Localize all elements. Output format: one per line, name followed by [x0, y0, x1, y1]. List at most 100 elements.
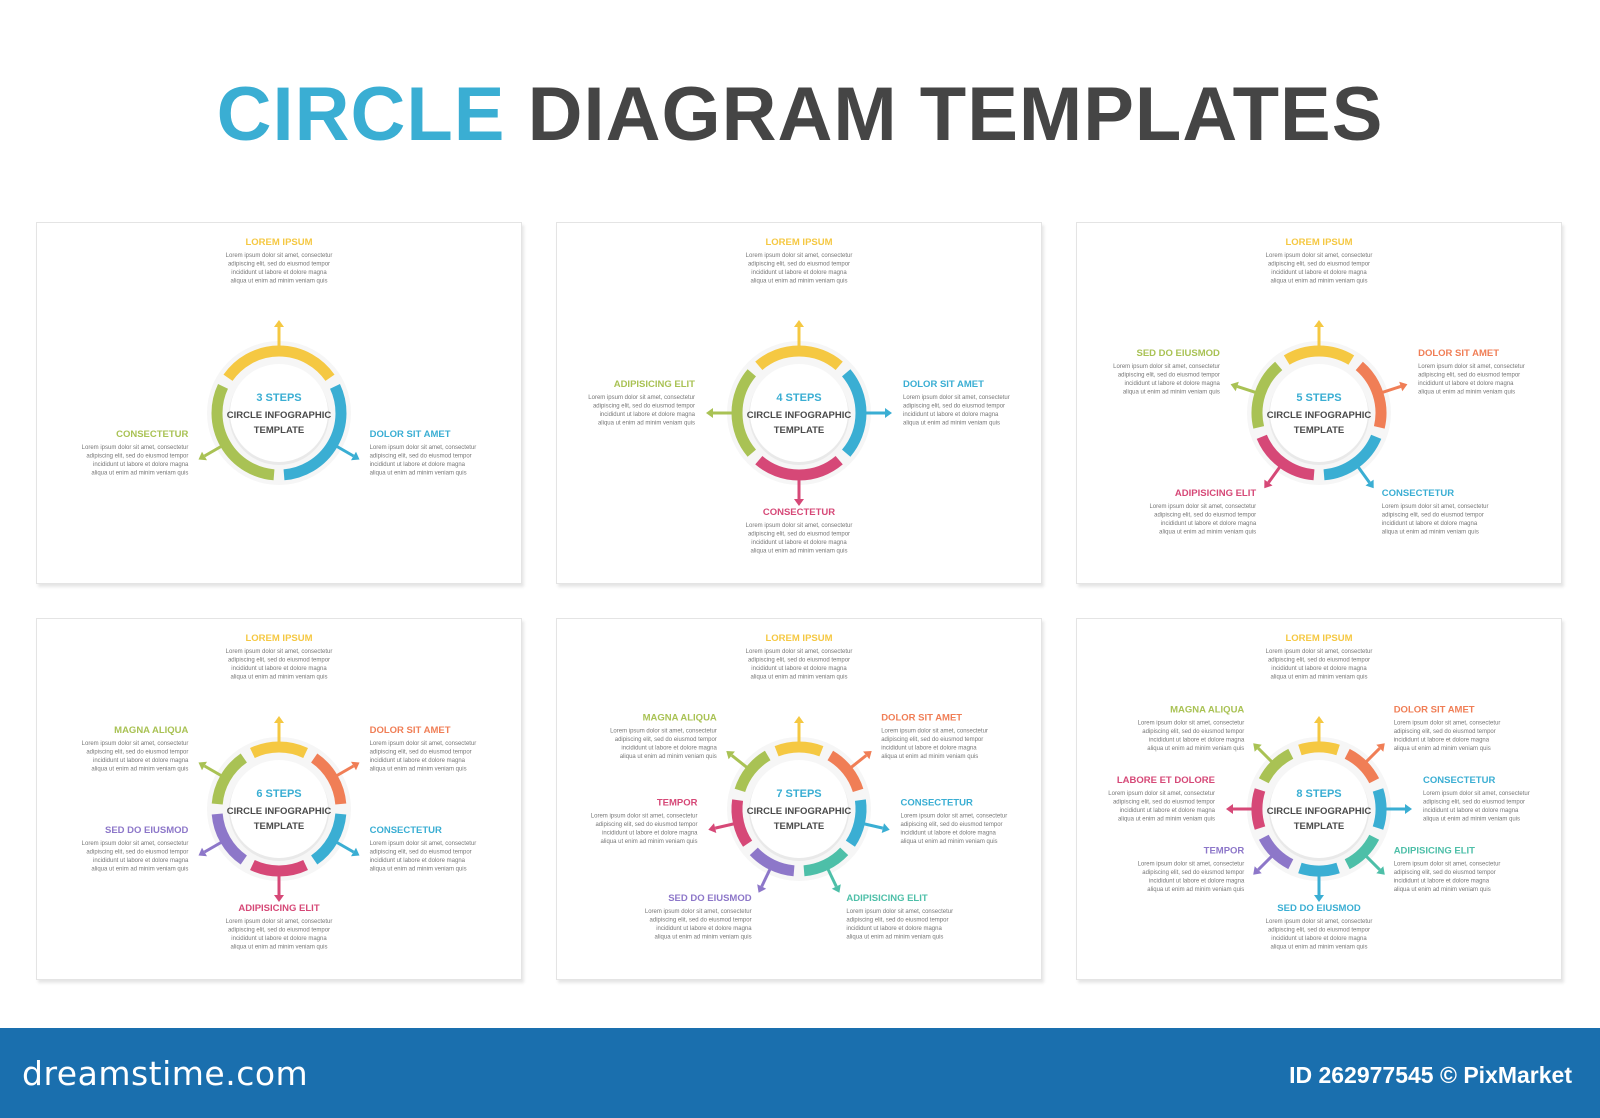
center-steps-label: 3 STEPS [256, 392, 301, 404]
step-description-line: incididunt ut labore et dolore magna [600, 412, 696, 418]
segment-arrow-line [1257, 855, 1273, 871]
segment-arc [1258, 834, 1294, 870]
center-title-line1: CIRCLE INFOGRAPHIC [227, 410, 332, 421]
segment-arrow-line [336, 841, 355, 854]
step-description-line: adipiscing elit, sed do eiusmod tempor [86, 750, 188, 756]
step-label: CONSECTETUR [116, 429, 188, 440]
step-description-line: incididunt ut labore et dolore magna [1423, 808, 1519, 814]
step-description-line: incididunt ut labore et dolore magna [231, 270, 327, 276]
step-description-line: aliqua ut enim ad minim veniam quis [1270, 945, 1367, 951]
step-description-line: adipiscing elit, sed do eiusmod tempor [1394, 729, 1496, 735]
segment-arrow-head [831, 884, 841, 893]
segment-arc [1323, 434, 1382, 481]
step-label: LOREM IPSUM [245, 237, 312, 248]
footer-bar: dreamstime.com ID 262977545 © PixMarket [0, 1028, 1600, 1118]
segment-arc [1355, 361, 1387, 429]
step-description-line: Lorem ipsum dolor sit amet, consectetur [1266, 253, 1373, 259]
step-label: LABORE ET DOLORE [1117, 775, 1215, 786]
step-description-line: Lorem ipsum dolor sit amet, consectetur [1418, 364, 1525, 370]
step-description-line: aliqua ut enim ad minim veniam quis [230, 945, 327, 951]
segment-arc [1258, 748, 1294, 784]
step-description-line: adipiscing elit, sed do eiusmod tempor [228, 658, 330, 664]
step-description-line: adipiscing elit, sed do eiusmod tempor [1268, 928, 1370, 934]
step-description-line: adipiscing elit, sed do eiusmod tempor [370, 454, 472, 460]
step-label: DOLOR SIT AMET [1394, 704, 1475, 715]
step-description-line: Lorem ipsum dolor sit amet, consectetur [1108, 791, 1215, 797]
center-circle [1270, 760, 1368, 858]
step-description-line: incididunt ut labore et dolore magna [1418, 381, 1514, 387]
step-description-line: aliqua ut enim ad minim veniam quis [1418, 390, 1515, 396]
step-description-line: incididunt ut labore et dolore magna [751, 270, 847, 276]
step-description-line: adipiscing elit, sed do eiusmod tempor [370, 750, 472, 756]
step-description-line: Lorem ipsum dolor sit amet, consectetur [903, 395, 1010, 401]
segment-arrow-line [1357, 466, 1371, 484]
step-label: ADIPISICING ELIT [1394, 846, 1475, 857]
center-title-line2: TEMPLATE [774, 425, 825, 436]
segment-arc [283, 384, 347, 481]
step-description-line: aliqua ut enim ad minim veniam quis [750, 549, 847, 555]
segment-arrow-head [706, 408, 713, 418]
step-description-line: incididunt ut labore et dolore magna [370, 858, 466, 864]
step-description-line: incididunt ut labore et dolore magna [370, 462, 466, 468]
segment-arc [1344, 748, 1380, 784]
step-description-line: Lorem ipsum dolor sit amet, consectetur [370, 445, 477, 451]
segment-arrow-head [198, 761, 207, 771]
segment-arc [755, 345, 843, 371]
step-label: CONSECTETUR [901, 797, 973, 808]
step-description-line: Lorem ipsum dolor sit amet, consectetur [1394, 862, 1501, 868]
step-description-line: incididunt ut labore et dolore magna [231, 936, 327, 942]
step-description-line: incididunt ut labore et dolore magna [93, 462, 189, 468]
step-description-line: adipiscing elit, sed do eiusmod tempor [1118, 373, 1220, 379]
step-description-line: aliqua ut enim ad minim veniam quis [750, 675, 847, 681]
step-label: SED DO EIUSMOD [1277, 903, 1361, 914]
step-description-line: adipiscing elit, sed do eiusmod tempor [650, 918, 752, 924]
center-title-line2: TEMPLATE [254, 821, 305, 832]
step-description-line: adipiscing elit, sed do eiusmod tempor [1423, 800, 1525, 806]
segment-arc [310, 813, 347, 865]
step-description-line: adipiscing elit, sed do eiusmod tempor [748, 658, 850, 664]
step-description-line: aliqua ut enim ad minim veniam quis [1394, 746, 1491, 752]
step-description-line: incididunt ut labore et dolore magna [1271, 666, 1367, 672]
step-description-line: adipiscing elit, sed do eiusmod tempor [1382, 512, 1484, 518]
segment-arrow-head [198, 847, 207, 857]
step-description-line: incididunt ut labore et dolore magna [370, 758, 466, 764]
step-description-line: incididunt ut labore et dolore magna [1271, 936, 1367, 942]
segment-arrow-head [1365, 479, 1374, 489]
segment-arc [211, 384, 275, 481]
segment-arrow-head [1253, 866, 1262, 875]
step-label: MAGNA ALIQUA [1170, 704, 1244, 715]
segment-arrow-head [708, 823, 717, 833]
step-description-line: Lorem ipsum dolor sit amet, consectetur [226, 253, 333, 259]
segment-arrow-head [351, 847, 360, 857]
center-title-line1: CIRCLE INFOGRAPHIC [747, 806, 852, 817]
segment-arrow-head [794, 499, 804, 506]
step-description-line: incididunt ut labore et dolore magna [1124, 381, 1220, 387]
segment-arrow-head [794, 716, 804, 723]
segment-arc [774, 741, 824, 757]
segment-arrow-line [336, 764, 355, 777]
center-title-line1: CIRCLE INFOGRAPHIC [1267, 410, 1372, 421]
step-label: ADIPISICING ELIT [614, 379, 695, 390]
step-description-line: Lorem ipsum dolor sit amet, consectetur [82, 741, 189, 747]
circle-diagram-3-steps: LOREM IPSUM Lorem ipsum dolor sit amet, c… [82, 237, 477, 485]
step-description-line: aliqua ut enim ad minim veniam quis [1270, 279, 1367, 285]
step-description-line: adipiscing elit, sed do eiusmod tempor [1113, 800, 1215, 806]
step-description-line: adipiscing elit, sed do eiusmod tempor [228, 262, 330, 268]
segment-arc [731, 799, 753, 847]
step-description-line: adipiscing elit, sed do eiusmod tempor [1418, 373, 1520, 379]
step-label: CONSECTETUR [763, 507, 835, 518]
step-description-line: Lorem ipsum dolor sit amet, consectetur [746, 253, 853, 259]
step-description-line: Lorem ipsum dolor sit amet, consectetur [1113, 364, 1220, 370]
step-description-line: Lorem ipsum dolor sit amet, consectetur [746, 523, 853, 529]
segment-arc [1256, 434, 1315, 481]
step-description-line: aliqua ut enim ad minim veniam quis [655, 935, 752, 941]
step-description-line: adipiscing elit, sed do eiusmod tempor [748, 262, 850, 268]
segment-arrow-head [1314, 895, 1324, 902]
step-description-line: aliqua ut enim ad minim veniam quis [370, 471, 467, 477]
segment-arrow-head [726, 751, 735, 760]
segment-arc [755, 455, 843, 481]
center-circle [230, 364, 328, 462]
